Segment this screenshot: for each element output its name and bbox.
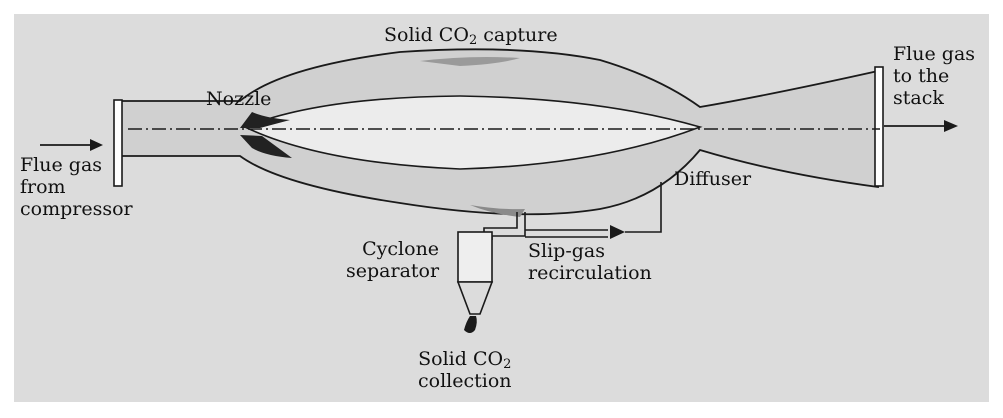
label-flue-in-line-1: Flue gas xyxy=(20,154,103,176)
label-flue-gas-outlet: Flue gas to the stack xyxy=(893,43,975,109)
label-flue-in-line-3: compressor xyxy=(20,198,133,220)
label-slip-line-2: recirculation xyxy=(528,262,652,284)
label-flue-gas-inlet: Flue gas from compressor xyxy=(20,154,133,220)
label-collection-line-1: Solid CO2 xyxy=(418,348,512,372)
label-solid-capture-suffix: capture xyxy=(477,24,558,46)
outlet-flange xyxy=(874,66,884,187)
return-line xyxy=(625,182,662,233)
solid-co2-falling xyxy=(464,316,477,333)
label-cyclone-separator: Cyclone separator xyxy=(346,238,439,282)
cyclone-cone xyxy=(456,281,494,315)
inlet-flange xyxy=(113,99,123,187)
label-solid-co2-capture: Solid CO2 capture xyxy=(384,24,558,48)
inlet-arrow-head xyxy=(90,139,103,151)
label-solid-capture-prefix: Solid CO xyxy=(384,24,469,46)
slip-gas-line xyxy=(525,229,608,238)
label-solid-co2-collection: Solid CO2 collection xyxy=(418,348,512,392)
label-flue-out-line-2: to the xyxy=(893,65,950,87)
label-slip-gas-recirculation: Slip-gas recirculation xyxy=(528,240,652,284)
outlet-arrow-head xyxy=(944,120,958,132)
label-diffuser: Diffuser xyxy=(674,168,752,190)
label-solid-capture-sub: 2 xyxy=(468,33,478,48)
nozzle-throat-lower xyxy=(240,135,292,158)
label-collection-line-2: collection xyxy=(418,370,512,392)
label-slip-line-1: Slip-gas xyxy=(528,240,605,262)
solid-deposit-bottom xyxy=(470,205,525,217)
label-nozzle: Nozzle xyxy=(206,88,272,110)
solid-deposit-top xyxy=(420,57,520,66)
label-flue-out-line-3: stack xyxy=(893,87,944,109)
inner-core xyxy=(243,95,703,170)
label-flue-in-line-2: from xyxy=(20,176,66,198)
label-collection-sub: 2 xyxy=(503,357,512,372)
label-flue-out-line-1: Flue gas xyxy=(893,43,976,65)
label-cyclone-line-2: separator xyxy=(346,260,440,282)
label-collection-prefix: Solid CO xyxy=(418,348,504,370)
slip-gas-arrow-head xyxy=(610,225,625,239)
nozzle-throat-upper xyxy=(240,112,290,128)
cyclone-body xyxy=(457,231,493,283)
label-cyclone-line-1: Cyclone xyxy=(362,238,440,260)
